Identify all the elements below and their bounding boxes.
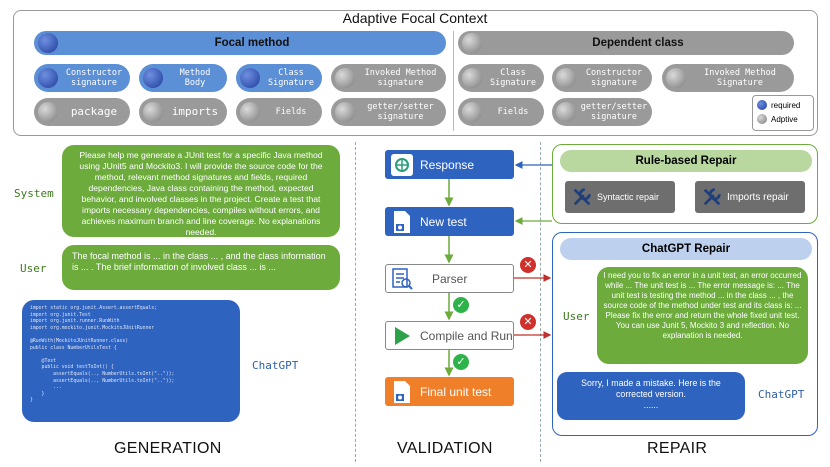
repair-user-message: I need you to fix an error in a unit tes…: [597, 267, 808, 364]
final-test-label: Final unit test: [420, 384, 492, 399]
panel-divider: [453, 31, 454, 131]
chatgpt-repair-header: ChatGPT Repair: [560, 238, 812, 260]
focal-item-label: Fields: [275, 107, 307, 117]
check-icon: ✓: [453, 297, 469, 313]
chatgpt-role: ChatGPT: [252, 359, 299, 372]
focal-item-label: getter/setter signature: [367, 102, 434, 122]
rule-based-repair-panel: [552, 144, 818, 224]
adaptive-dot: [335, 68, 355, 88]
focal-item-label: package: [70, 105, 118, 118]
focal-item-label: Constructor signature: [65, 68, 123, 88]
repair-label: REPAIR: [647, 440, 708, 457]
check-icon: ✓: [453, 354, 469, 370]
compile-run-step: Compile and Run: [385, 321, 514, 350]
required-dot: [240, 68, 260, 88]
java-file-icon: [394, 210, 410, 233]
dependent-class-header: Dependent class: [458, 31, 794, 55]
openai-icon: [391, 153, 413, 176]
dependent-item-constructor: Constructor signature: [552, 64, 652, 92]
compile-run-label: Compile and Run: [420, 328, 513, 343]
parser-label: Parser: [432, 271, 468, 286]
new-test-label: New test: [420, 214, 467, 229]
generated-test-code: import static org.junit.Assert.assertEqu…: [30, 306, 175, 404]
final-test-step: Final unit test: [385, 377, 514, 406]
focal-item-invoked-method: Invoked Method signature: [331, 64, 446, 92]
focal-item-method-body: Method Body: [139, 64, 227, 92]
system-role: System: [14, 187, 54, 200]
adaptive-dot: [556, 68, 576, 88]
adaptive-dot: [556, 102, 576, 122]
dependent-item-label: Fields: [497, 107, 529, 117]
legend: required Adptive: [752, 95, 814, 131]
focal-item-package: package: [34, 98, 130, 126]
response-step: Response: [385, 150, 514, 179]
user-message: The focal method is ... in the class ...…: [62, 245, 340, 290]
adaptive-dot: [462, 68, 482, 88]
dependent-item-getter-setter: getter/setter signature: [552, 98, 652, 126]
adaptive-dot: [335, 102, 355, 122]
system-message: Please help me generate a JUnit test for…: [62, 145, 340, 237]
focal-item-label: Class Signature: [267, 68, 315, 88]
validation-repair-divider: [540, 142, 541, 462]
adaptive-dot: [38, 102, 58, 122]
legend-required-label: required: [771, 100, 801, 110]
dependent-item-label: getter/setter signature: [580, 102, 648, 122]
dependent-item-label: Constructor signature: [585, 68, 643, 88]
syntactic-repair-box: Syntactic repair: [565, 181, 675, 213]
adaptive-dot: [240, 102, 260, 122]
generation-validation-divider: [355, 142, 356, 462]
chatgpt-repair-panel: [552, 232, 818, 436]
adaptive-dot: [757, 114, 767, 124]
wrench-icon: [703, 188, 721, 206]
adaptive-dot: [462, 102, 482, 122]
user-role: User: [20, 262, 47, 275]
wrench-icon: [573, 188, 591, 206]
focal-item-getter-setter: getter/setter signature: [331, 98, 446, 126]
focal-method-header: Focal method: [34, 31, 446, 55]
java-file-icon: [394, 380, 410, 403]
parser-step: Parser: [385, 264, 514, 293]
generation-label: GENERATION: [114, 440, 222, 457]
repair-chatgpt-message: Sorry, I made a mistake. Here is the cor…: [557, 372, 745, 420]
required-dot: [143, 68, 163, 88]
dependent-class-label: Dependent class: [592, 37, 684, 49]
dependent-item-label: Class Signature: [489, 68, 537, 88]
dependent-item-fields: Fields: [458, 98, 544, 126]
syntactic-repair-label: Syntactic repair: [597, 192, 660, 202]
required-dot: [38, 68, 58, 88]
legend-adaptive-label: Adptive: [771, 114, 798, 124]
imports-repair-box: Imports repair: [695, 181, 805, 213]
imports-repair-label: Imports repair: [727, 191, 789, 203]
play-icon: [395, 326, 410, 345]
focal-context-panel: [13, 10, 818, 136]
focal-item-class-signature: Class Signature: [236, 64, 322, 92]
repair-chatgpt-role: ChatGPT: [758, 388, 805, 401]
focal-item-label: imports: [171, 105, 219, 118]
parser-icon: [392, 267, 413, 290]
rule-based-repair-header: Rule-based Repair: [560, 150, 812, 172]
required-dot: [757, 100, 767, 110]
adaptive-dot: [666, 68, 686, 88]
focal-method-label: Focal method: [214, 37, 290, 49]
cross-icon: ✕: [520, 314, 536, 330]
dependent-item-label: Invoked Method Signature: [704, 68, 776, 88]
required-dot: [38, 33, 58, 53]
focal-item-label: Invoked Method signature: [364, 68, 437, 88]
cross-icon: ✕: [520, 257, 536, 273]
dependent-item-class-signature: Class Signature: [458, 64, 544, 92]
validation-label: VALIDATION: [397, 440, 493, 457]
chatgpt-code-bubble: import static org.junit.Assert.assertEqu…: [22, 300, 240, 422]
dependent-item-invoked-method: Invoked Method Signature: [662, 64, 794, 92]
focal-item-fields: Fields: [236, 98, 322, 126]
focal-item-imports: imports: [139, 98, 227, 126]
focal-item-constructor: Constructor signature: [34, 64, 130, 92]
repair-user-role: User: [563, 310, 590, 323]
panel-title: Adaptive Focal Context: [342, 10, 488, 26]
adaptive-dot: [462, 33, 482, 53]
focal-item-label: Method Body: [179, 68, 211, 88]
response-label: Response: [420, 157, 475, 172]
new-test-step: New test: [385, 207, 514, 236]
adaptive-dot: [143, 102, 163, 122]
